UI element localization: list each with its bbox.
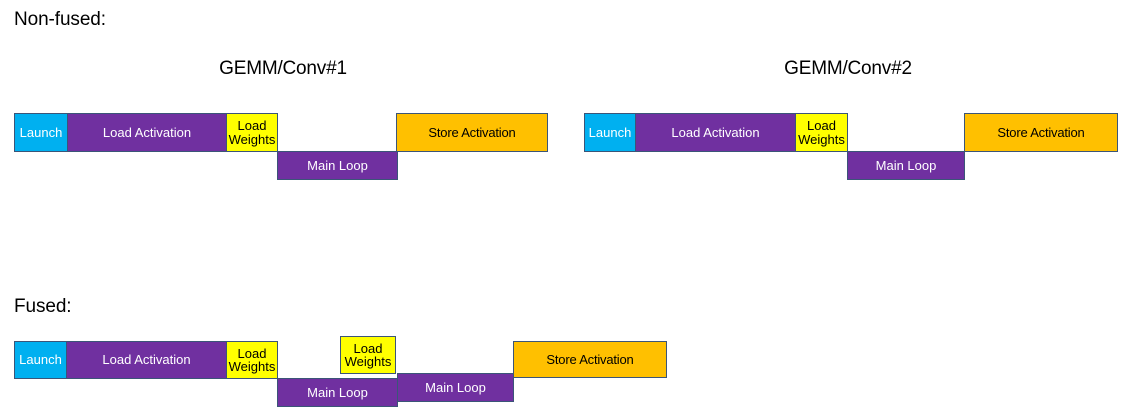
bar-nf2-load-act: Load Activation bbox=[635, 113, 796, 152]
bar-f-store: Store Activation bbox=[513, 341, 667, 378]
bar-nf1-launch: Launch bbox=[14, 113, 68, 152]
bar-f-launch: Launch bbox=[14, 341, 67, 379]
bar-f-load-act: Load Activation bbox=[66, 341, 227, 379]
bar-label-f-load-wt1: Load Weights bbox=[228, 345, 276, 374]
bar-label-nf2-load-wt: Load Weights bbox=[798, 118, 845, 147]
bar-nf2-store: Store Activation bbox=[964, 113, 1118, 152]
group-title-gemm-conv-2: GEMM/Conv#2 bbox=[784, 58, 912, 79]
bar-nf2-launch: Launch bbox=[584, 113, 636, 152]
bar-f-main2: Main Loop bbox=[397, 373, 514, 402]
bar-label-nf1-load-wt: Load Weights bbox=[228, 118, 276, 147]
bar-label-f-load-wt2: Load Weights bbox=[344, 340, 392, 369]
section-label-non-fused: Non-fused: bbox=[14, 9, 106, 30]
bar-label-f-main1: Main Loop bbox=[307, 384, 368, 400]
bar-label-f-launch: Launch bbox=[19, 352, 62, 368]
bar-label-nf1-load-act: Load Activation bbox=[102, 124, 192, 140]
bar-nf1-load-wt: Load Weights bbox=[226, 113, 278, 152]
bar-label-f-load-act: Load Activation bbox=[102, 352, 191, 368]
group-title-gemm-conv-1: GEMM/Conv#1 bbox=[219, 58, 347, 79]
bar-label-nf1-main: Main Loop bbox=[307, 157, 368, 173]
bar-label-nf1-store: Store Activation bbox=[428, 124, 516, 140]
bar-nf2-load-wt: Load Weights bbox=[795, 113, 848, 152]
bar-label-nf2-load-act: Load Activation bbox=[671, 124, 760, 140]
bar-label-nf2-main: Main Loop bbox=[875, 157, 937, 173]
bar-label-nf2-store: Store Activation bbox=[997, 124, 1085, 140]
bar-label-nf1-launch: Launch bbox=[19, 124, 63, 140]
bar-nf1-main: Main Loop bbox=[277, 151, 398, 180]
bar-label-nf2-launch: Launch bbox=[588, 124, 632, 140]
bar-nf1-load-act: Load Activation bbox=[67, 113, 227, 152]
bar-nf1-store: Store Activation bbox=[396, 113, 548, 152]
bar-nf2-main: Main Loop bbox=[847, 151, 965, 180]
bar-f-load-wt1: Load Weights bbox=[226, 341, 278, 379]
bar-label-f-store: Store Activation bbox=[546, 351, 634, 367]
bar-f-main1: Main Loop bbox=[277, 378, 398, 407]
bar-f-load-wt2: Load Weights bbox=[340, 336, 396, 374]
section-label-fused: Fused: bbox=[14, 296, 72, 317]
bar-label-f-main2: Main Loop bbox=[425, 379, 486, 395]
